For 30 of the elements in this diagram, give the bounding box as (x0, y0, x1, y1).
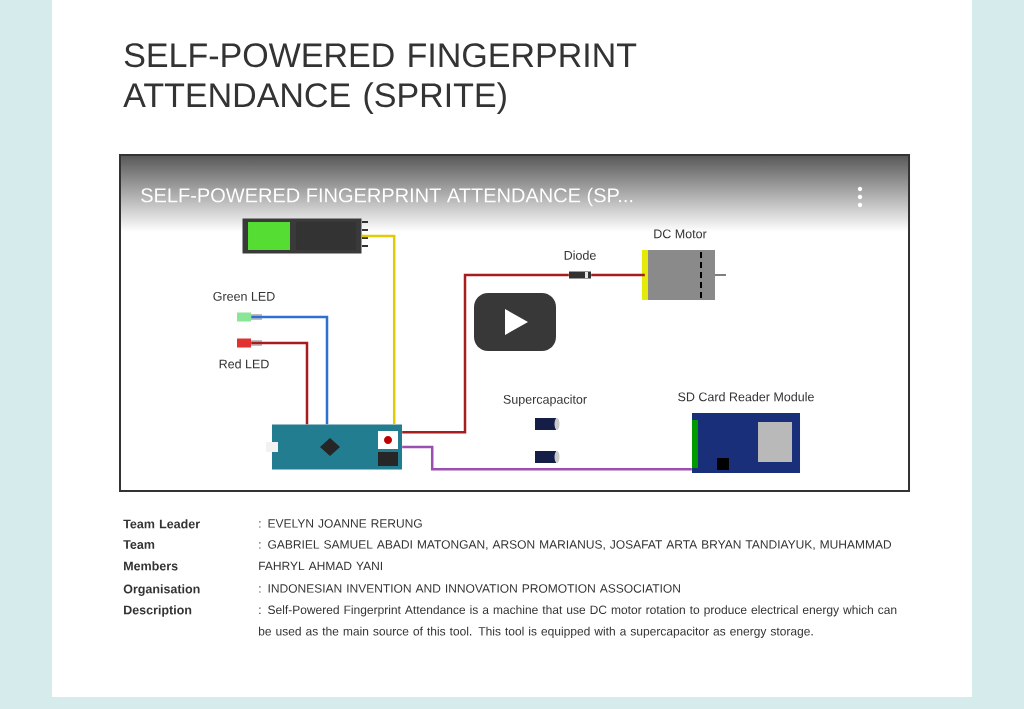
node-label: DC Motor (654, 229, 707, 239)
capacitor-drawing: Supercapacitor (503, 394, 587, 463)
node-label: Diode (564, 250, 596, 260)
page-title: SELF-POWERED FINGERPRINT ATTENDANCE (SPRITE) (123, 43, 637, 114)
field-label: Description (124, 605, 192, 617)
led-drawing: Green LED (213, 291, 275, 322)
wire (402, 445, 692, 471)
field-value: : Self-Powered Fingerprint Attendance is a machine that use DC motor rotation to produce electrical energy which can be used as the main source of this tool. This tool is equipped with a supercapacitor as energy storage. (258, 605, 897, 638)
card-reader-drawing: SD Card Reader Module (678, 392, 814, 473)
circuit-board-drawing (266, 424, 402, 470)
wire (402, 273, 569, 434)
field-value: : EVELYN JOANNE RERUNG (259, 519, 422, 528)
field-label: Team Leader (123, 519, 200, 529)
field-label: Team Members (123, 540, 178, 571)
wire (361, 234, 396, 425)
wire (251, 341, 309, 425)
motor-drawing: DC Motor (642, 229, 727, 300)
field-label: Organisation (123, 584, 200, 596)
node-label: Supercapacitor (503, 394, 587, 407)
field-value: : GABRIEL SAMUEL ABADI MATONGAN, ARSON MARIANUS, JOSAFAT ARTA BRYAN TANDIAYUK, MUHAMMAD FAHRYL AHMAD YANI (259, 540, 892, 571)
node-label: Red LED (219, 359, 269, 369)
wire (591, 273, 645, 277)
diode-drawing: Diode (564, 250, 596, 279)
field-value: : INDONESIAN INVENTION AND INNOVATION PROMOTION ASSOCIATION (259, 584, 680, 593)
video-title: SELF-POWERED FINGERPRINT ATTENDANCE (SP... (141, 187, 633, 207)
node-label: SD Card Reader Module (678, 392, 814, 402)
fingerprint-sensor-drawing (242, 218, 368, 254)
led-drawing: Red LED (219, 338, 269, 369)
node-label: Green LED (213, 291, 275, 301)
wire (251, 315, 329, 425)
